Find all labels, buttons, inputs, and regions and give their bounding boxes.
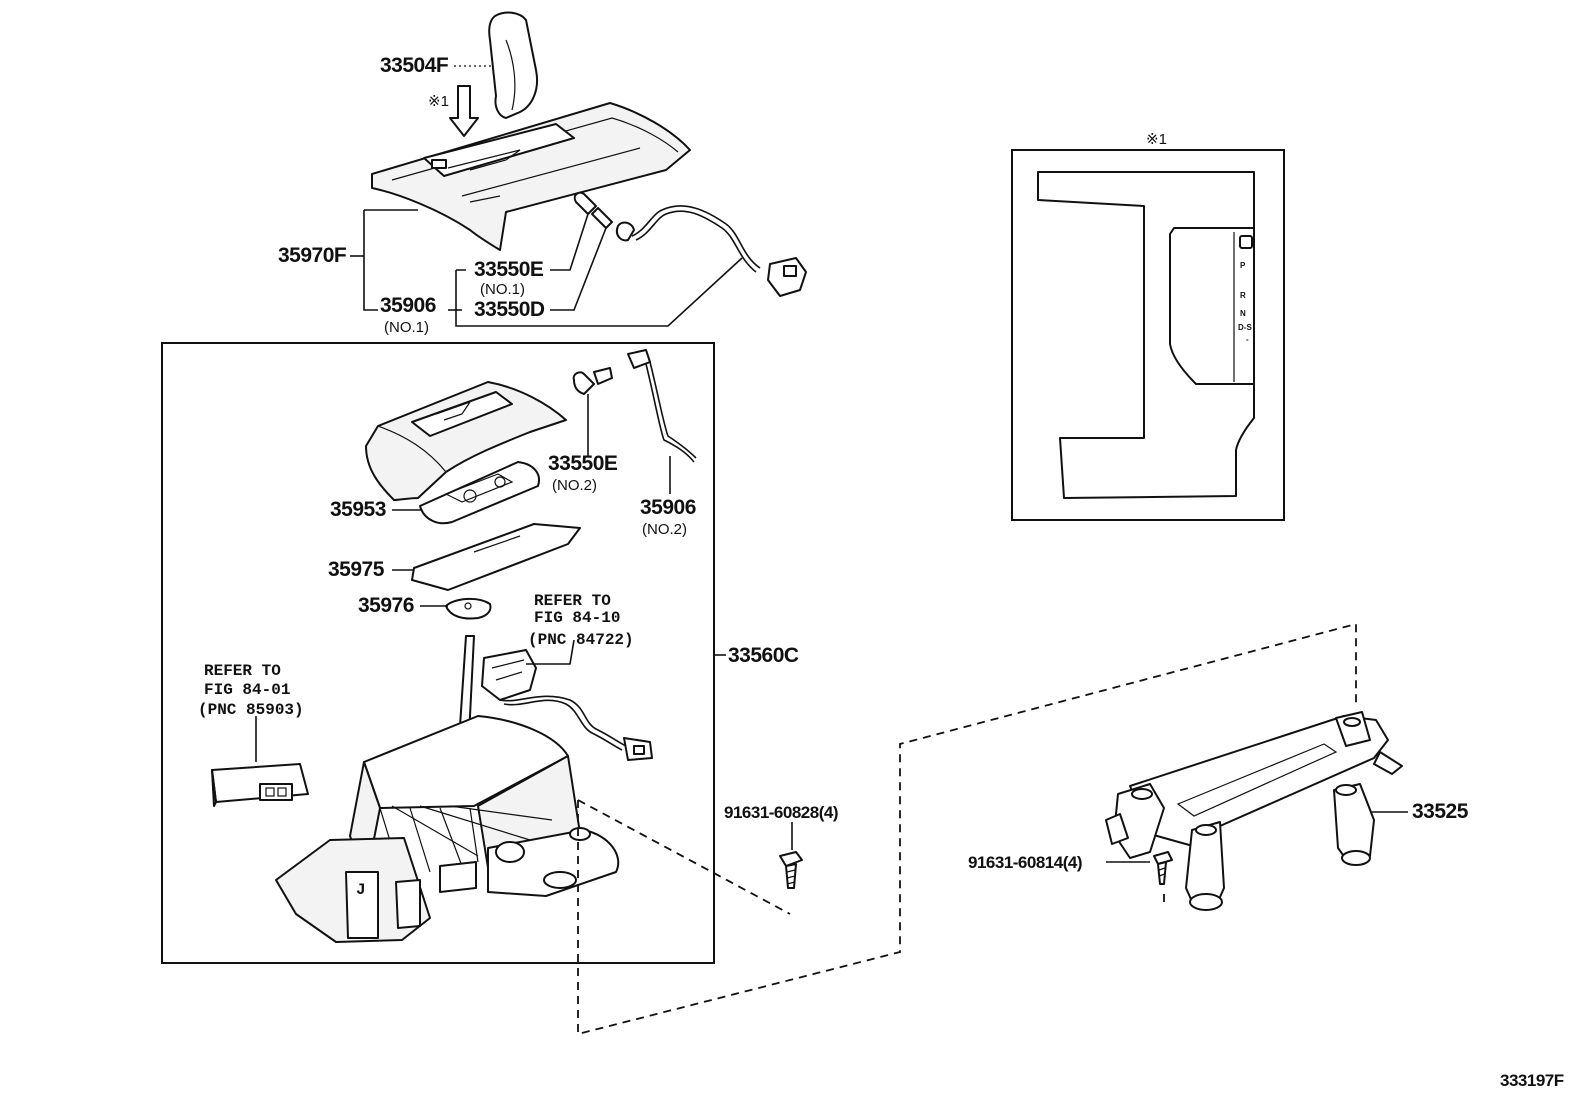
leader-lines-top (350, 65, 743, 327)
console-panel-35970F (371, 102, 691, 251)
refer-a-line2: FIG 84-10 (534, 609, 620, 627)
bulb-socket-no1 (573, 191, 635, 242)
bracket-33525 (1105, 711, 1403, 911)
switch-connector (481, 639, 653, 761)
refer-a-line1: REFER TO (534, 592, 611, 610)
label-35970F: 35970F (278, 244, 347, 267)
refer-a-line3: (PNC 84722) (528, 631, 634, 649)
plate-35953 (419, 461, 540, 525)
label-35906-no1-sub: (NO.1) (384, 319, 429, 336)
wire-harness-no1 (631, 205, 807, 297)
bolt-60828 (779, 822, 803, 889)
control-unit (211, 716, 309, 807)
bolt-60814 (1106, 851, 1173, 885)
shift-lever-base: J (275, 635, 620, 943)
wire-harness-no2 (645, 361, 697, 463)
indicator-housing (365, 381, 567, 501)
detail-box (1011, 149, 1285, 521)
bulb-socket-no2 (572, 349, 651, 395)
label-33550D: 33550D (474, 298, 545, 321)
plate-35976 (445, 598, 492, 620)
gear-n: N (1240, 309, 1246, 318)
shift-knob-33504F (488, 11, 538, 119)
dashed-mount-lines (577, 622, 1357, 1036)
label-33504F: 33504F (380, 54, 449, 77)
label-33550E-no1: 33550E (474, 258, 544, 281)
label-35906-no2: 35906 (640, 496, 696, 519)
label-35953: 35953 (330, 498, 386, 521)
label-bolt-60828: 91631-60828(4) (724, 803, 838, 822)
figure-code: 333197F (1500, 1071, 1564, 1090)
label-33525: 33525 (1412, 800, 1469, 823)
down-arrow-icon (449, 85, 479, 137)
label-35976: 35976 (358, 594, 414, 617)
refer-b-line2: FIG 84-01 (204, 681, 290, 699)
note-symbol-detail: ※1 (1146, 131, 1167, 148)
label-35975: 35975 (328, 558, 385, 581)
detail-panel-outline (1037, 171, 1255, 499)
label-35906-no2-sub: (NO.2) (642, 521, 687, 538)
label-35906-no1: 35906 (380, 294, 436, 317)
label-bolt-60814: 91631-60814(4) (968, 853, 1082, 872)
refer-b-line3: (PNC 85903) (198, 701, 304, 719)
gear-r: R (1240, 291, 1246, 300)
note-symbol-top: ※1 (428, 93, 449, 110)
gear-p: P (1240, 261, 1246, 270)
label-33550E-no1-sub: (NO.1) (480, 281, 525, 298)
leader-lines-box (392, 394, 671, 607)
assembly-box-33560C (161, 342, 715, 964)
svg-text:J: J (356, 881, 366, 899)
cover-35975 (411, 523, 581, 591)
label-33560C: 33560C (728, 644, 799, 667)
label-33550E-no2: 33550E (548, 452, 618, 475)
refer-b-line1: REFER TO (204, 662, 281, 680)
gear-mark: - (1246, 335, 1249, 344)
gear-d: D-S (1238, 323, 1252, 332)
label-33550E-no2-sub: (NO.2) (552, 477, 597, 494)
